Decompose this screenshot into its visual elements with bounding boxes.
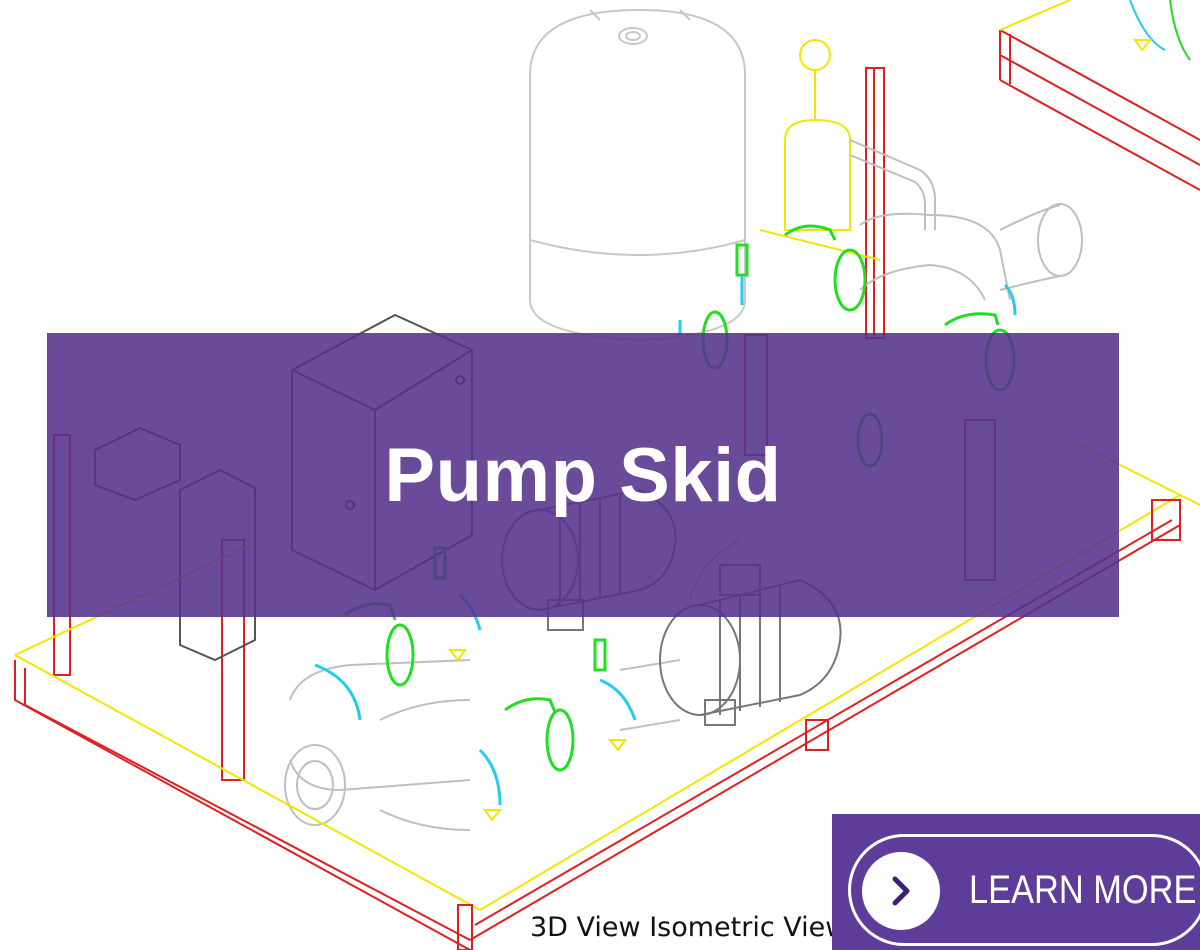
drawing-caption: 3D View Isometric View 1 (530, 912, 874, 943)
learn-more-label: LEARN MORE (969, 868, 1197, 912)
learn-more-button[interactable]: LEARN MORE (848, 834, 1200, 946)
title-banner: Pump Skid (47, 333, 1119, 617)
banner-title: Pump Skid (384, 432, 782, 518)
learn-more-panel: LEARN MORE (832, 814, 1200, 950)
chevron-circle (862, 852, 940, 930)
pipework (284, 139, 1083, 831)
chevron-right-icon (892, 876, 910, 906)
adjacent-skid-frame (999, 0, 1200, 191)
support-feet (447, 39, 1153, 822)
pressure-vessel (529, 8, 746, 342)
